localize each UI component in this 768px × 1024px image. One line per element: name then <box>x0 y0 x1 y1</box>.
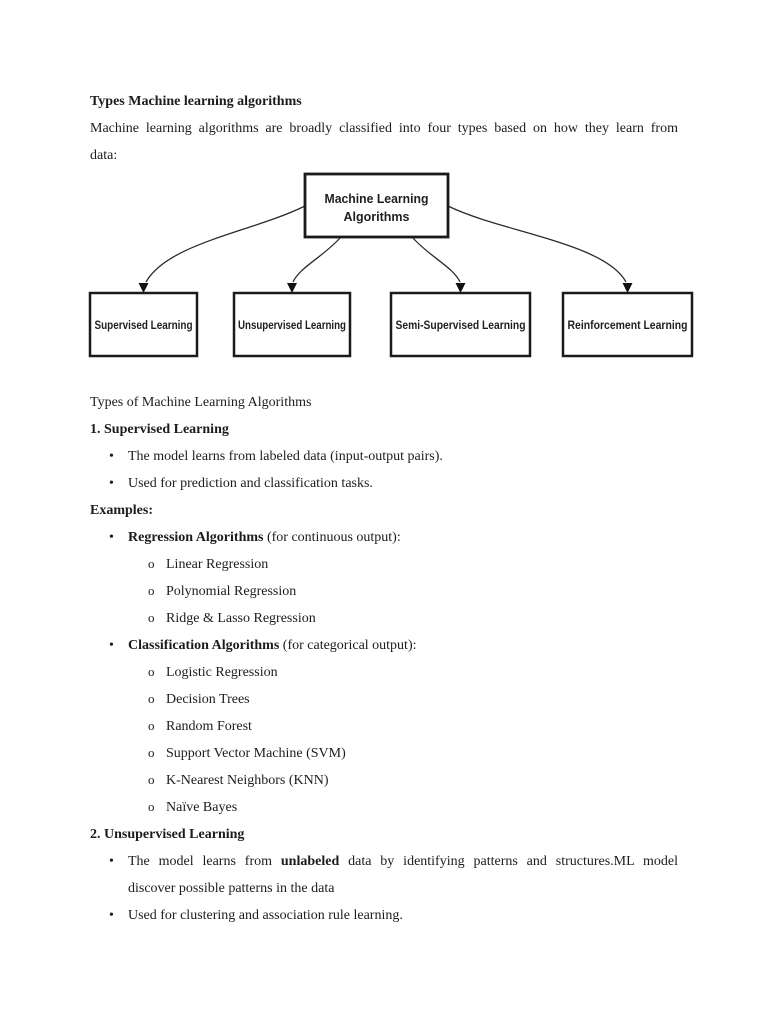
intro-line-2: data: <box>90 148 118 163</box>
sub-list-item: o Random Forest <box>90 713 678 740</box>
diagram-label-semi-supervised-learning: Semi-Supervised Learning <box>396 320 526 332</box>
bullet-marker: • <box>109 638 114 653</box>
list-item: • Classification Algorithms (for categor… <box>90 632 678 659</box>
list-item-bold-text: Regression Algorithms <box>128 530 264 545</box>
bullet-marker: • <box>109 449 114 464</box>
list-item: • Used for clustering and association ru… <box>90 902 678 929</box>
connector-arrow-semi-supervised <box>411 236 461 283</box>
section-2-heading: 2. Unsupervised Learning <box>90 827 245 842</box>
section-1-heading: 1. Supervised Learning <box>90 422 229 437</box>
diagram-canvas: Machine Learning Algorithms Supervised L… <box>88 172 694 358</box>
sub-bullet-marker: o <box>148 610 155 625</box>
arrowhead-icon <box>622 283 633 293</box>
sub-list-item: o Naïve Bayes <box>90 794 678 821</box>
diagram-label-unsupervised-learning: Unsupervised Learning <box>238 320 346 332</box>
sub-bullet-marker: o <box>148 718 155 733</box>
list-item: • Used for prediction and classification… <box>90 470 678 497</box>
list-item-text: (for categorical output): <box>282 638 417 653</box>
diagram-box-supervised-learning <box>88 291 199 358</box>
diagram-box-reinforcement-learning <box>561 291 694 358</box>
list-item: • The model learns from unlabeled data b… <box>90 848 678 902</box>
list-item: • The model learns from labeled data (in… <box>90 443 678 470</box>
connector-arrow-reinforcement <box>447 205 627 283</box>
sub-list-item: o Logistic Regression <box>90 659 678 686</box>
sub-list-item: o K-Nearest Neighbors (KNN) <box>90 767 678 794</box>
sub-list-item-text: Support Vector Machine (SVM) <box>166 746 346 761</box>
bullet-marker: • <box>109 854 114 869</box>
diagram-root-label-line1: Machine Learning <box>325 191 429 206</box>
sub-bullet-marker: o <box>148 556 155 571</box>
sub-bullet-marker: o <box>148 799 155 814</box>
sub-list-item-text: Decision Trees <box>166 692 250 707</box>
sub-list-item-text: Naïve Bayes <box>166 800 238 815</box>
diagram-root-box <box>303 172 450 239</box>
connector-arrow-supervised <box>145 205 306 283</box>
examples-heading: Examples: <box>90 503 153 518</box>
sub-list-item-text: Logistic Regression <box>166 665 278 680</box>
sub-list-item-text: Random Forest <box>166 719 252 734</box>
arrowhead-icon <box>138 283 149 293</box>
diagram-box-semi-supervised-learning <box>389 291 532 358</box>
sub-list-item-text: Polynomial Regression <box>166 584 297 599</box>
types-heading: Types of Machine Learning Algorithms <box>90 395 312 410</box>
arrowhead-icon <box>455 283 466 293</box>
bullet-marker: • <box>109 530 114 545</box>
diagram-box-unsupervised-learning <box>232 291 352 358</box>
doc-title: Types Machine learning algorithms <box>90 94 302 109</box>
arrowhead-icon <box>287 283 297 293</box>
sub-list-item: o Linear Regression <box>90 551 678 578</box>
list-item: • Regression Algorithms (for continuous … <box>90 524 678 551</box>
list-item-text: Used for prediction and classification t… <box>128 476 373 491</box>
sub-list-item-text: K-Nearest Neighbors (KNN) <box>166 773 329 788</box>
list-item-text-line1: The model learns from unlabeled data by … <box>128 848 678 875</box>
ml-algorithms-diagram: Machine Learning Algorithms Supervised L… <box>88 169 694 369</box>
sub-bullet-marker: o <box>148 691 155 706</box>
sub-bullet-marker: o <box>148 745 155 760</box>
list-item-text: (for continuous output): <box>266 530 401 545</box>
sub-bullet-marker: o <box>148 772 155 787</box>
diagram-label-supervised-learning: Supervised Learning <box>95 320 193 332</box>
list-item-bold-text: Classification Algorithms <box>128 638 280 653</box>
intro-paragraph: Machine learning algorithms are broadly … <box>90 115 678 169</box>
sub-list-item-text: Linear Regression <box>166 557 269 572</box>
list-item-text: The model learns from <box>128 854 273 869</box>
sub-list-item-text: Ridge & Lasso Regression <box>166 611 316 626</box>
diagram-root-label-line2: Algorithms <box>344 209 410 224</box>
sub-list-item: o Support Vector Machine (SVM) <box>90 740 678 767</box>
list-item-bold-text: unlabeled <box>280 854 340 869</box>
sub-bullet-marker: o <box>148 583 155 598</box>
intro-line-1: Machine learning algorithms are broadly … <box>90 121 678 136</box>
bullet-marker: • <box>109 908 114 923</box>
list-item-text: Used for clustering and association rule… <box>128 908 403 923</box>
sub-bullet-marker: o <box>148 664 155 679</box>
list-item-text: The model learns from labeled data (inpu… <box>128 449 443 464</box>
diagram-label-reinforcement-learning: Reinforcement Learning <box>568 320 688 332</box>
sub-list-item: o Ridge & Lasso Regression <box>90 605 678 632</box>
sub-list-item: o Polynomial Regression <box>90 578 678 605</box>
list-item-text-line2: discover possible patterns in the data <box>128 881 335 896</box>
connector-arrow-unsupervised <box>292 236 342 283</box>
sub-list-item: o Decision Trees <box>90 686 678 713</box>
bullet-marker: • <box>109 476 114 491</box>
list-item-text: data by identifying patterns and structu… <box>348 854 679 869</box>
